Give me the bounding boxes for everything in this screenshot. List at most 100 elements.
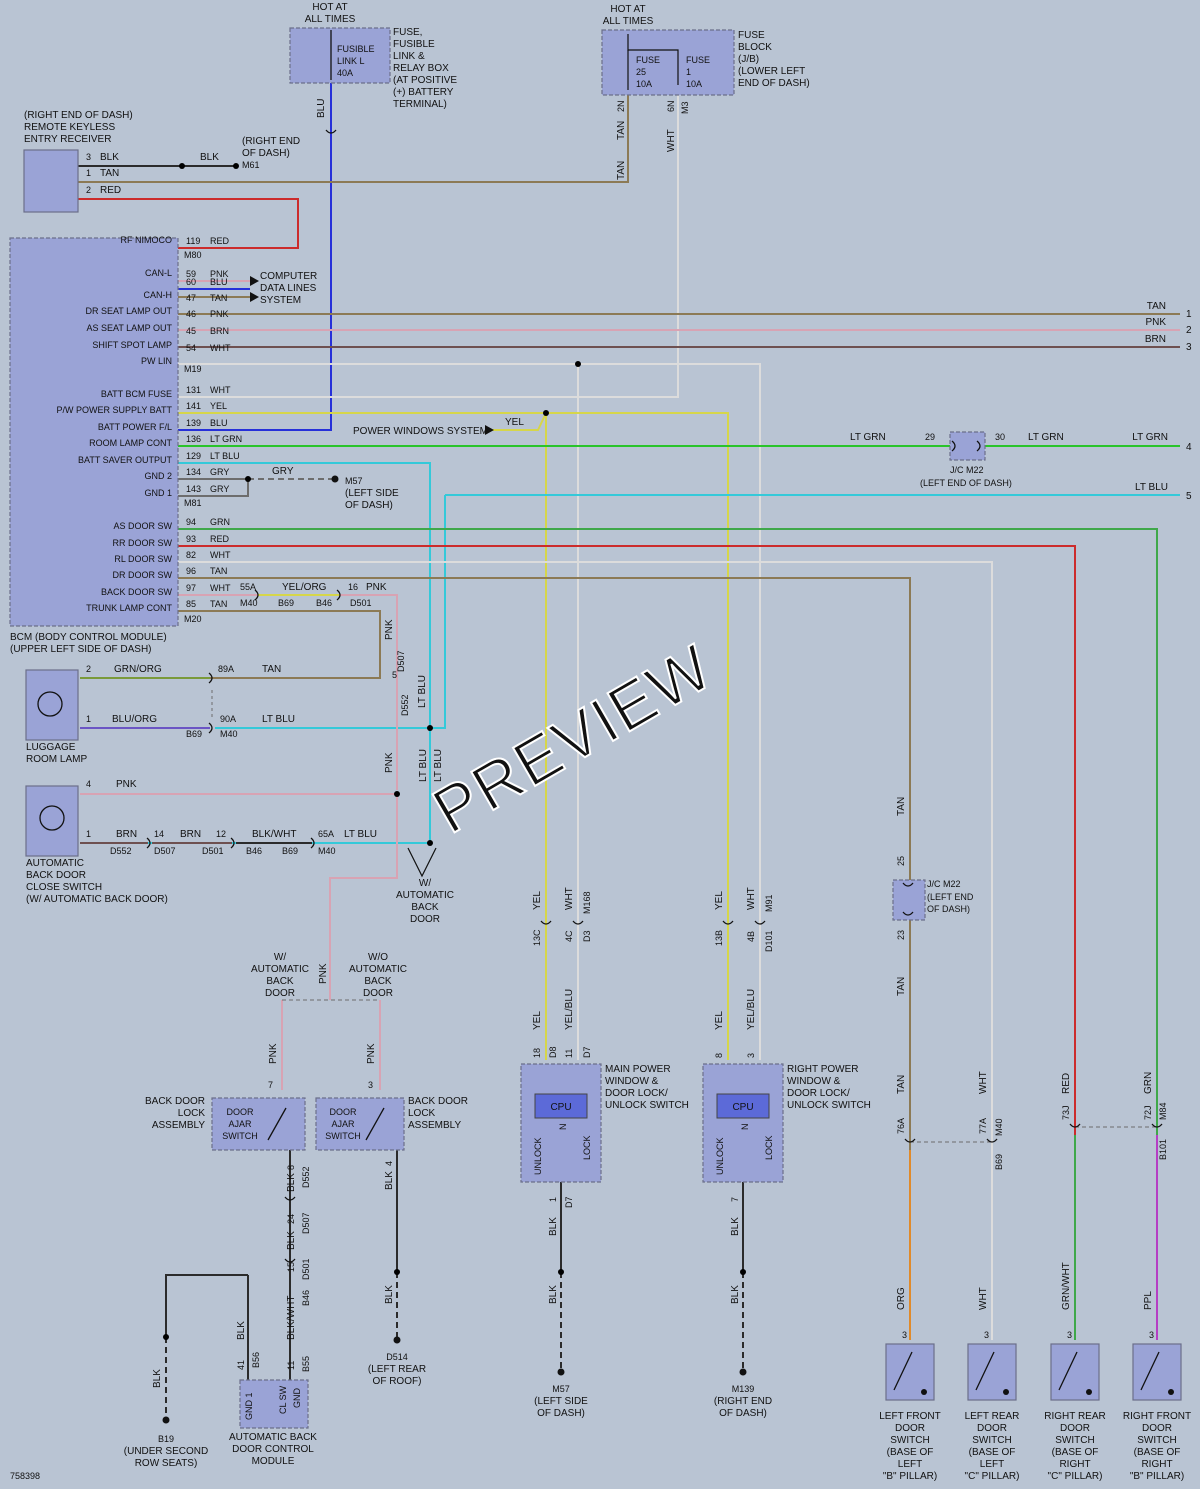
wire-label: 3 xyxy=(1149,1330,1154,1340)
splice-dot xyxy=(179,163,185,169)
bcm-pin-number: 143 xyxy=(186,484,201,494)
splice-dot xyxy=(427,725,433,731)
jc-desc: (LEFT END xyxy=(927,892,974,902)
wire-label: 24 xyxy=(286,1214,296,1224)
bcm-pin-name: P/W POWER SUPPLY BATT xyxy=(56,405,172,415)
bcm-pin-number: 131 xyxy=(186,385,201,395)
wire-label: BRN xyxy=(180,829,201,840)
bcm-pin-name: RL DOOR SW xyxy=(114,554,172,564)
door-switch-label: LEFT FRONT xyxy=(879,1411,940,1422)
door-switch-label: (BASE OF xyxy=(887,1447,934,1458)
wire-label: BLK xyxy=(286,1231,297,1250)
wab-label: DOOR xyxy=(265,988,295,999)
bcm-pin-name: GND 2 xyxy=(144,471,172,481)
lock-assembly-label: LOCK xyxy=(408,1108,436,1119)
fuse-25-label: 25 xyxy=(636,67,646,77)
bcm-pin-color: PNK xyxy=(210,269,229,279)
wire-label: BLK xyxy=(384,1285,395,1304)
wire-label: TAN xyxy=(896,977,907,996)
door-switch-label: (BASE OF xyxy=(1134,1447,1181,1458)
connector-mark xyxy=(902,911,914,916)
splice-dot xyxy=(394,791,400,797)
m57-desc: OF DASH) xyxy=(537,1408,585,1419)
ground-icon xyxy=(557,1368,565,1376)
w-auto-back-door-label: W/ xyxy=(419,878,431,889)
wire-label: LOCK xyxy=(764,1135,774,1160)
w-auto-back-door-label: AUTOMATIC xyxy=(396,890,454,901)
wire-label: 30 xyxy=(995,432,1005,442)
power-windows-label: POWER WINDOWS SYSTEM xyxy=(353,426,488,437)
fusible-link-label: LINK L xyxy=(337,56,365,66)
bcm-pin-name: RR DOOR SW xyxy=(113,538,173,548)
bcm-pin-color: TAN xyxy=(210,293,227,303)
switch-label: WINDOW & xyxy=(605,1076,659,1087)
cpu-block xyxy=(534,1093,588,1119)
wire-label: PNK xyxy=(384,752,395,773)
switch-contact-icon xyxy=(267,1107,287,1141)
wire-yel-pw-supply xyxy=(178,412,729,1060)
switch-label: WINDOW & xyxy=(787,1076,841,1087)
wire-label: M61 xyxy=(242,160,260,170)
wire-label: LOCK xyxy=(582,1135,592,1160)
wire-label: B46 xyxy=(246,846,262,856)
jc-m22-box xyxy=(949,431,986,461)
bcm-pin-name: CAN-L xyxy=(145,268,172,278)
wire-label: WHT xyxy=(978,1071,989,1094)
m61-desc: (RIGHT END xyxy=(242,136,300,147)
door-switch-label: "C" PILLAR) xyxy=(1048,1471,1103,1482)
wire-label: GND xyxy=(292,1388,302,1409)
wire-label: B101 xyxy=(1158,1139,1168,1160)
wire-label: B19 xyxy=(158,1434,174,1444)
wire-label: 7 xyxy=(268,1080,273,1090)
connector-mark xyxy=(230,837,235,849)
wire-label: YEL xyxy=(532,891,543,910)
wire-label: 72J xyxy=(1143,1105,1153,1120)
wire-label: 4 xyxy=(1186,442,1192,453)
wire-label: 18 xyxy=(532,1048,542,1058)
wire-label: TAN xyxy=(1147,301,1166,312)
door-ajar-switch-right xyxy=(315,1097,405,1151)
wire-label: M57 xyxy=(552,1384,570,1394)
bcm-pin-name: DR SEAT LAMP OUT xyxy=(85,306,172,316)
bcm-pin-name: ROOM LAMP CONT xyxy=(89,438,172,448)
wire-label: B69 xyxy=(994,1154,1004,1170)
wire-label: TAN xyxy=(896,797,907,816)
right-power-window-switch xyxy=(702,1063,784,1183)
wire-label: 25 xyxy=(896,856,906,866)
wire-label: PNK xyxy=(268,1043,279,1064)
connector-mark xyxy=(572,920,584,925)
connector-mark xyxy=(1151,1123,1163,1128)
components-layer xyxy=(9,27,1182,1429)
wire-label: WHT xyxy=(978,1287,989,1310)
wire-label: D501 xyxy=(202,846,224,856)
door-switch-label: RIGHT REAR xyxy=(1044,1411,1106,1422)
m139-desc: (RIGHT END xyxy=(714,1396,772,1407)
wire-label: M40 xyxy=(220,729,238,739)
bcm-pin-color: YEL xyxy=(210,401,227,411)
fusible-link-label: 40A xyxy=(337,68,353,78)
wire-label: 5 xyxy=(392,670,397,680)
b19-desc: (UNDER SECOND xyxy=(124,1446,208,1457)
wire-label: TAN xyxy=(262,664,281,675)
switch-contact-icon xyxy=(893,1351,913,1391)
fuse-box-desc: (+) BATTERY xyxy=(393,87,454,98)
switch-lamp-icon xyxy=(39,805,65,831)
wire-label: YEL xyxy=(714,891,725,910)
wire-label: RED xyxy=(1061,1073,1072,1094)
wire-label: PNK xyxy=(366,582,387,593)
m57-desc: (LEFT SIDE xyxy=(345,488,399,499)
connector-mark xyxy=(310,837,315,849)
wire-label: 23 xyxy=(896,930,906,940)
door-ajar-label: SWITCH xyxy=(325,1131,361,1141)
connector-id: M81 xyxy=(184,498,202,508)
splice-dot xyxy=(394,1269,400,1275)
bcm-pin-name: AS DOOR SW xyxy=(113,521,172,531)
bcm-pin-number: 46 xyxy=(186,309,196,319)
wire-label: BLK xyxy=(548,1285,559,1304)
fuse-1-label: 10A xyxy=(686,79,702,89)
wab-label: W/ xyxy=(274,952,286,963)
wire-label: LT BLU xyxy=(433,749,444,782)
wire-label: 1 xyxy=(548,1197,558,1202)
bcm-pin-color: RED xyxy=(210,534,230,544)
ctrl-module-label: AUTOMATIC BACK xyxy=(229,1432,317,1443)
